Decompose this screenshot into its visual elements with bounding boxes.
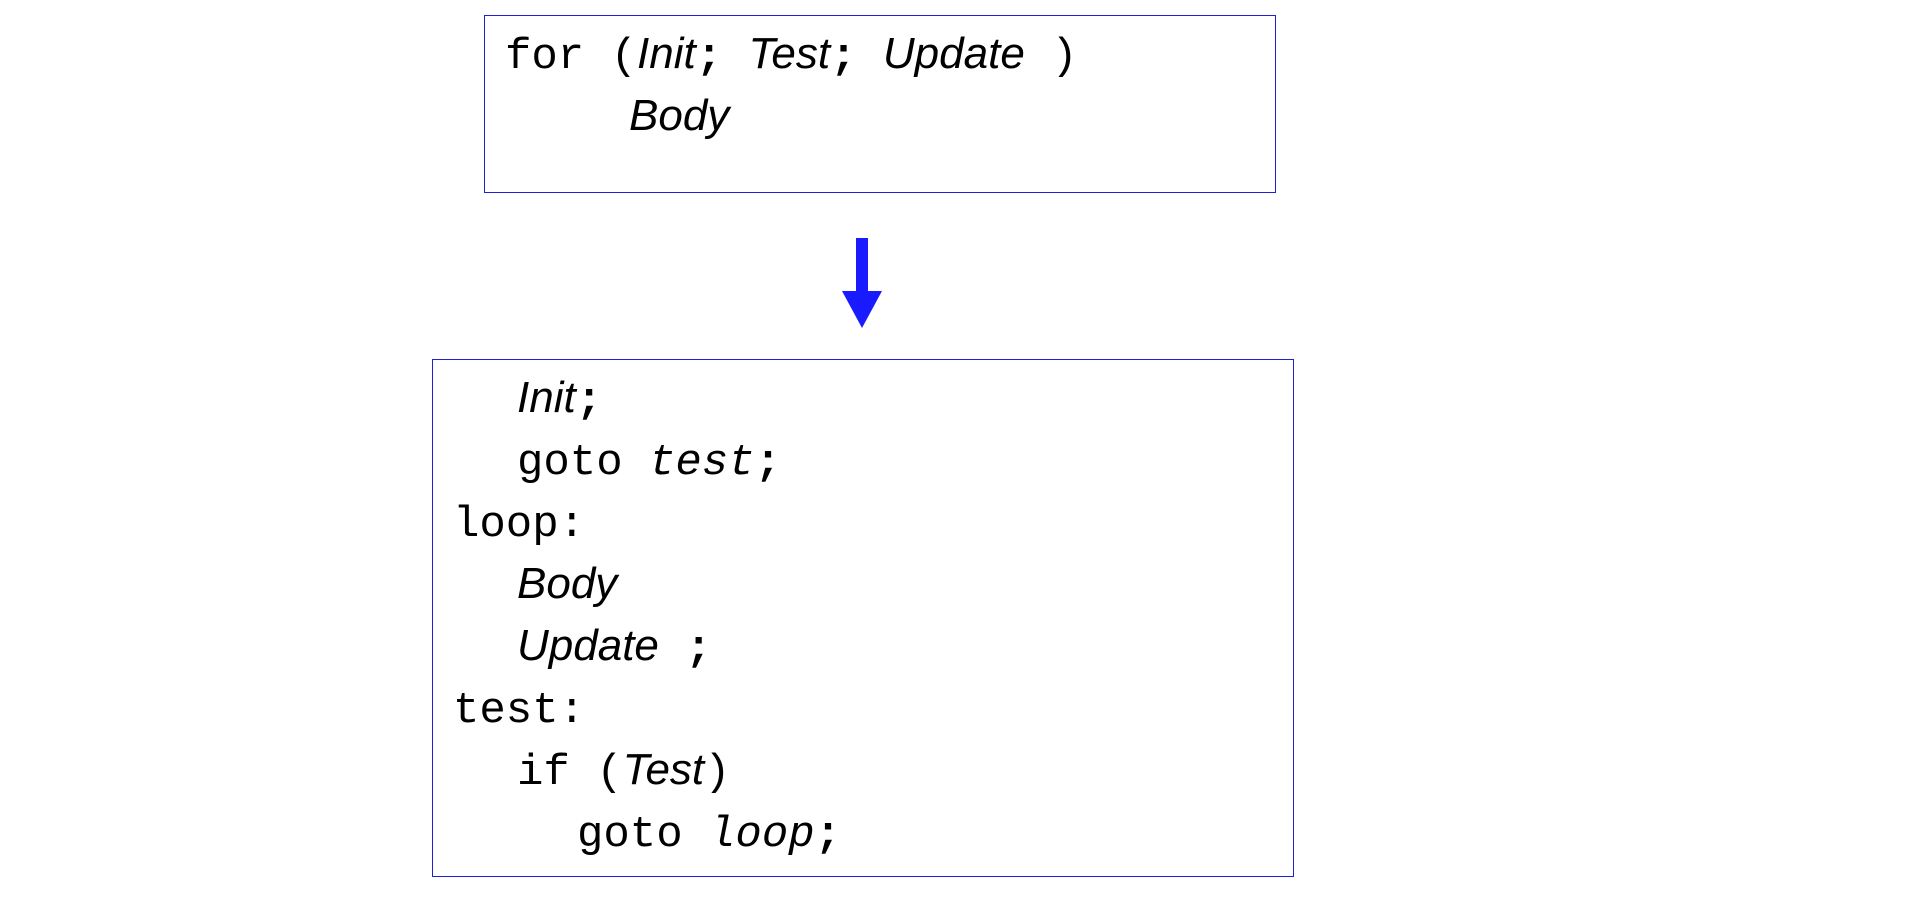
loop-label: loop: [453,500,586,550]
loop-label-line: loop: [453,496,585,551]
semicolon: ; [695,32,723,82]
goto-loop-line: goto loop; [577,806,841,861]
for-body-line: Body [629,90,729,142]
if-test-line: if (Test) [517,744,731,799]
goto-translation-box: Init; goto test; loop: Body Update ; tes… [432,359,1294,877]
test-placeholder: Test [622,745,705,794]
test-label: test: [453,686,586,736]
semicolon: ; [685,624,712,674]
semicolon: ; [754,438,782,488]
for-keyword: for [505,32,585,82]
semicolon: ; [575,376,603,426]
goto-test-line: goto test; [517,434,781,489]
init-line: Init; [517,372,602,427]
goto-keyword: goto [517,438,623,488]
semicolon: ; [830,32,857,82]
update-placeholder: Update [517,621,659,670]
loop-label-ref: loop [709,810,815,860]
test-label-ref: test [649,438,755,488]
init-placeholder: Init [637,29,696,78]
test-placeholder: Test [748,29,831,78]
update-placeholder: Update [882,29,1025,78]
for-loop-box: for (Init; Test; Update ) Body [484,15,1276,193]
init-placeholder: Init [517,373,576,422]
goto-keyword: goto [577,810,683,860]
open-paren: ( [610,32,638,82]
for-header-line: for (Init; Test; Update ) [505,28,1078,83]
body-placeholder: Body [517,559,618,608]
update-line: Update ; [517,620,712,675]
test-label-line: test: [453,682,585,737]
close-paren: ) [704,748,731,798]
semicolon: ; [814,810,842,860]
if-keyword: if [517,748,570,798]
close-paren: ) [1051,32,1078,82]
body-placeholder: Body [629,91,730,140]
transform-arrow-icon [842,238,882,328]
body-line: Body [517,558,617,610]
open-paren: ( [596,748,623,798]
